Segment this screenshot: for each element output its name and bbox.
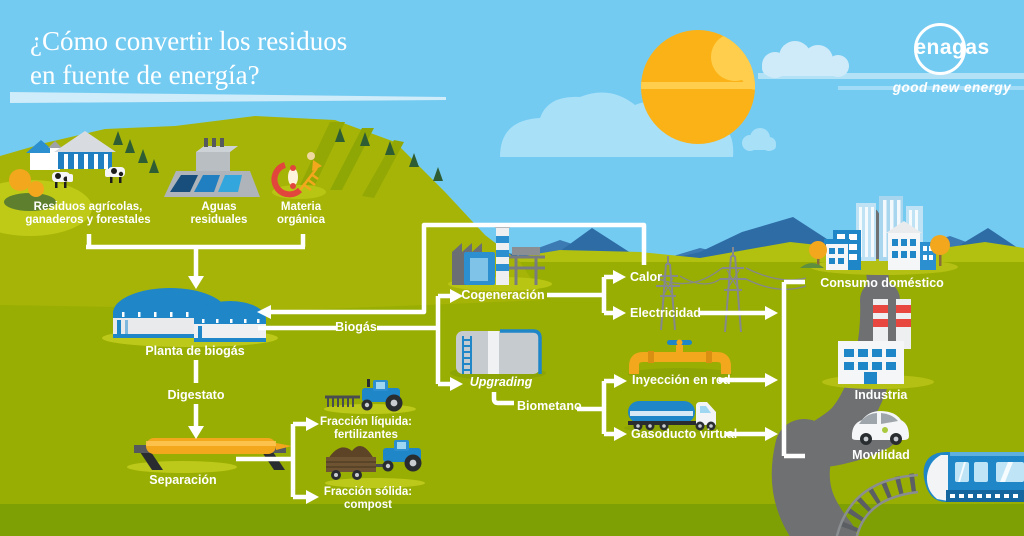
label-movilidad: Movilidad	[852, 448, 910, 462]
power-pylon-icon	[655, 247, 807, 333]
label-planta-de-biogas: Planta de biogás	[145, 344, 245, 358]
label-residuos-agricolas: Residuos agrícolas, ganaderos y forestal…	[25, 201, 151, 226]
flow-lines	[86, 222, 805, 500]
label-gasoducto-virtual: Gasoducto virtual	[631, 427, 738, 441]
biogas-plant-icon	[102, 288, 278, 347]
farm-icon	[4, 122, 443, 211]
factory-icon	[822, 299, 934, 389]
label-industria: Industria	[854, 388, 908, 402]
railway	[835, 473, 920, 536]
title-streak	[10, 92, 446, 103]
upgrading-tank-icon	[450, 329, 546, 380]
flow-arrowheads	[188, 270, 778, 504]
enagas-logo-ring	[914, 23, 966, 75]
label-upgrading: Upgrading	[469, 375, 533, 389]
title-line-1: ¿Cómo convertir los residuos	[30, 26, 348, 56]
hill	[0, 116, 545, 310]
label-calor: Calor	[630, 270, 662, 284]
label-biogas: Biogás	[335, 320, 377, 334]
tractor-trailer-icon	[325, 440, 425, 488]
label-fraccion-liquida: Fracción líquida: fertilizantes	[319, 416, 413, 441]
tractor-harrow-icon	[324, 379, 416, 414]
label-separacion: Separación	[149, 473, 217, 487]
label-inyeccion-en-red: Inyección en red	[632, 373, 731, 387]
label-materia-organica: Materia orgánica	[277, 201, 325, 226]
car-icon	[851, 411, 909, 445]
label-electricidad: Electricidad	[630, 306, 701, 320]
enagas-brand: enagas	[914, 36, 990, 59]
cow-icon	[52, 167, 125, 188]
enagas-logo: enagas good new energy	[892, 18, 1012, 108]
label-fraccion-solida: Fracción sólida: compost	[323, 486, 413, 511]
enagas-tagline: good new energy	[892, 80, 1012, 95]
cloud-streaks	[758, 41, 1024, 90]
separator-tank-icon	[127, 438, 292, 473]
label-biometano: Biometano	[517, 399, 582, 413]
city-icon	[800, 196, 958, 275]
pipeline-valve-icon	[628, 339, 732, 380]
organic-waste-icon	[271, 152, 326, 199]
train-icon	[923, 452, 1024, 502]
tanker-truck-icon	[624, 401, 720, 433]
label-consumo-domestico: Consumo doméstico	[820, 276, 944, 290]
label-cogeneracion: Cogeneración	[461, 288, 545, 302]
label-aguas-residuales: Aguas residuales	[190, 201, 248, 226]
label-digestato: Digestato	[167, 388, 225, 402]
page-title: ¿Cómo convertir los residuos en fuente d…	[30, 24, 347, 92]
title-line-2: en fuente de energía?	[30, 60, 260, 90]
wastewater-plant-icon	[164, 138, 260, 197]
